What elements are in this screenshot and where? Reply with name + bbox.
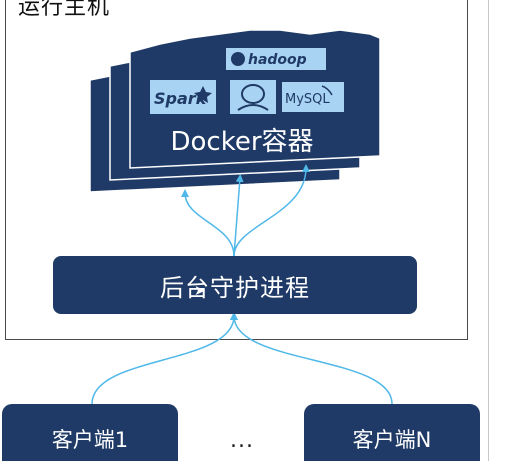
client-n-label: 客户端N [352,428,432,452]
client-n-box: 客户端N [304,404,480,461]
mouse-cursor-icon: ➤ [194,283,206,299]
jenkins-logo [230,80,276,114]
arrow-daemon-to-container-left [181,189,235,257]
daemon-process-box: 后台守护进程 [53,256,417,314]
arrow-daemon-to-container-right [233,164,310,257]
arrow-client1-to-daemon [91,312,238,405]
host-machine-frame [5,0,468,340]
client-1-label: 客户端1 [51,428,129,452]
mysql-logo: MySQL [282,82,344,112]
spark-logo-text: Spark [154,89,208,108]
side-divider [488,0,489,461]
host-machine-title: 运行主机 [18,0,111,20]
hadoop-logo: hadoop [226,48,326,70]
mysql-logo-text: MySQL [285,92,330,107]
hadoop-logo-text: hadoop [248,52,307,68]
daemon-process-label: 后台守护进程 [160,273,310,302]
spark-logo: Spark [150,80,216,114]
docker-container-label: Docker容器 [170,127,313,157]
arrow-clientn-to-daemon [230,312,393,405]
client-1-box: 客户端1 [2,404,178,461]
clients-ellipsis: ... [230,428,254,453]
arrow-daemon-to-container-middle [233,174,244,257]
